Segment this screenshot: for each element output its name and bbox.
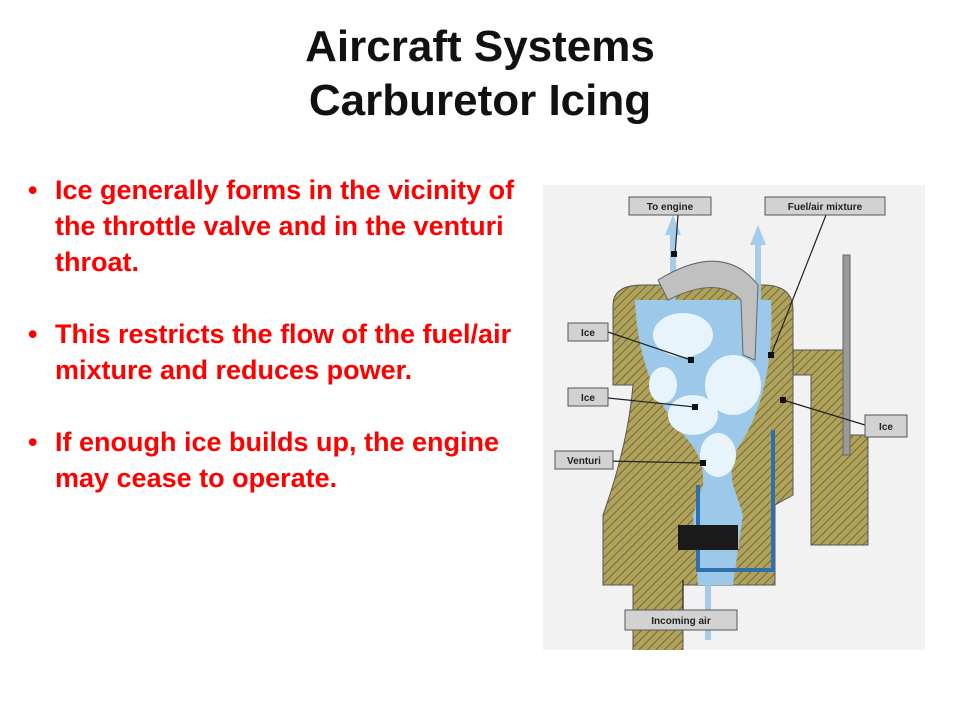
bullet-dot-icon: • xyxy=(28,319,38,349)
bullet-text-2: This restricts the flow of the fuel/air … xyxy=(55,319,512,385)
bullet-list: • Ice generally forms in the vicinity of… xyxy=(22,172,542,532)
callout-ice-2: Ice xyxy=(567,387,609,407)
callout-incoming-air: Incoming air xyxy=(624,609,738,631)
carburetor-diagram-svg: To engine Fuel/air mixture Ice Ice Ventu… xyxy=(543,185,925,650)
title-line-2: Carburetor Icing xyxy=(308,76,652,125)
callout-venturi: Venturi xyxy=(554,450,614,470)
bullet-dot-icon: • xyxy=(28,175,38,205)
bullet-item-1: • Ice generally forms in the vicinity of… xyxy=(22,172,542,280)
label-venturi: Venturi xyxy=(567,456,601,467)
label-to-engine: To engine xyxy=(647,202,694,213)
label-fuel-air-mixture: Fuel/air mixture xyxy=(788,202,863,213)
bullet-text-1: Ice generally forms in the vicinity of t… xyxy=(55,175,515,277)
float-rod xyxy=(842,254,851,456)
bullet-item-2: • This restricts the flow of the fuel/ai… xyxy=(22,316,542,388)
bullet-dot-icon: • xyxy=(28,427,38,457)
callout-ice-1: Ice xyxy=(567,322,609,342)
throttle-valve xyxy=(657,260,759,361)
airflow-arrow-icon xyxy=(750,225,766,320)
label-ice-2: Ice xyxy=(581,393,595,404)
bullet-text-3: If enough ice builds up, the engine may … xyxy=(55,427,500,493)
bullet-item-3: • If enough ice builds up, the engine ma… xyxy=(22,424,542,496)
leader-lines xyxy=(602,214,866,610)
callout-ice-3: Ice xyxy=(864,414,908,438)
airflow-arrow-icon xyxy=(665,215,681,315)
callout-to-engine: To engine xyxy=(628,196,712,216)
ice-deposits xyxy=(649,313,761,477)
label-ice-1: Ice xyxy=(581,328,595,339)
label-ice-3: Ice xyxy=(879,422,893,433)
title-line-1: Aircraft Systems xyxy=(305,22,655,71)
slide-title: Aircraft Systems Carburetor Icing xyxy=(0,20,960,128)
fuel-nozzle xyxy=(678,525,738,550)
callout-fuel-air-mixture: Fuel/air mixture xyxy=(764,196,886,216)
leader-endpoints xyxy=(671,251,786,466)
carburetor-diagram: To engine Fuel/air mixture Ice Ice Ventu… xyxy=(543,185,925,650)
airflow-arrow-icon xyxy=(700,505,716,640)
label-incoming-air: Incoming air xyxy=(651,616,711,627)
